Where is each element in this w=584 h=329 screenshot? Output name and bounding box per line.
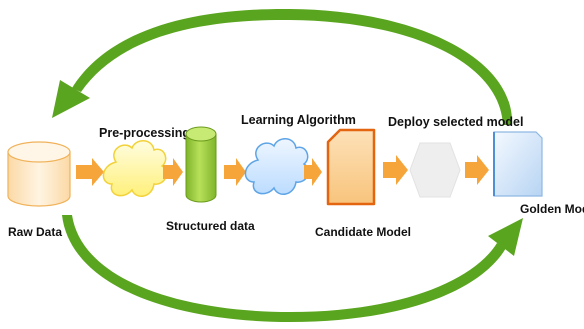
- flow-arrow-5: [383, 155, 408, 185]
- flow-arrow-1: [76, 158, 104, 186]
- deploy-selected-model-label: Deploy selected model: [388, 115, 523, 129]
- pre-processing-label: Pre-processing: [99, 126, 190, 140]
- golden-model-icon: [493, 131, 543, 197]
- raw-data-label: Raw Data: [8, 225, 62, 239]
- deploy-hexagon-icon: [409, 142, 461, 198]
- candidate-model-icon: [326, 128, 376, 206]
- candidate-model-label: Candidate Model: [315, 225, 411, 239]
- cycle-arrow-top: [52, 8, 513, 125]
- structured-data-label: Structured data: [166, 219, 255, 233]
- golden-model-label: Golden Model: [520, 202, 584, 216]
- flow-arrow-2: [163, 158, 183, 186]
- learning-algorithm-label: Learning Algorithm: [241, 113, 356, 127]
- flow-arrow-6: [465, 155, 489, 185]
- learning-algorithm-cloud-icon: [244, 138, 310, 195]
- raw-data-icon: [7, 141, 71, 207]
- cycle-arrow-bottom: [62, 215, 523, 322]
- flow-arrow-3: [224, 158, 246, 186]
- flow-arrow-4: [304, 158, 322, 186]
- structured-data-icon: [185, 126, 217, 203]
- pre-processing-cloud-icon: [102, 140, 168, 197]
